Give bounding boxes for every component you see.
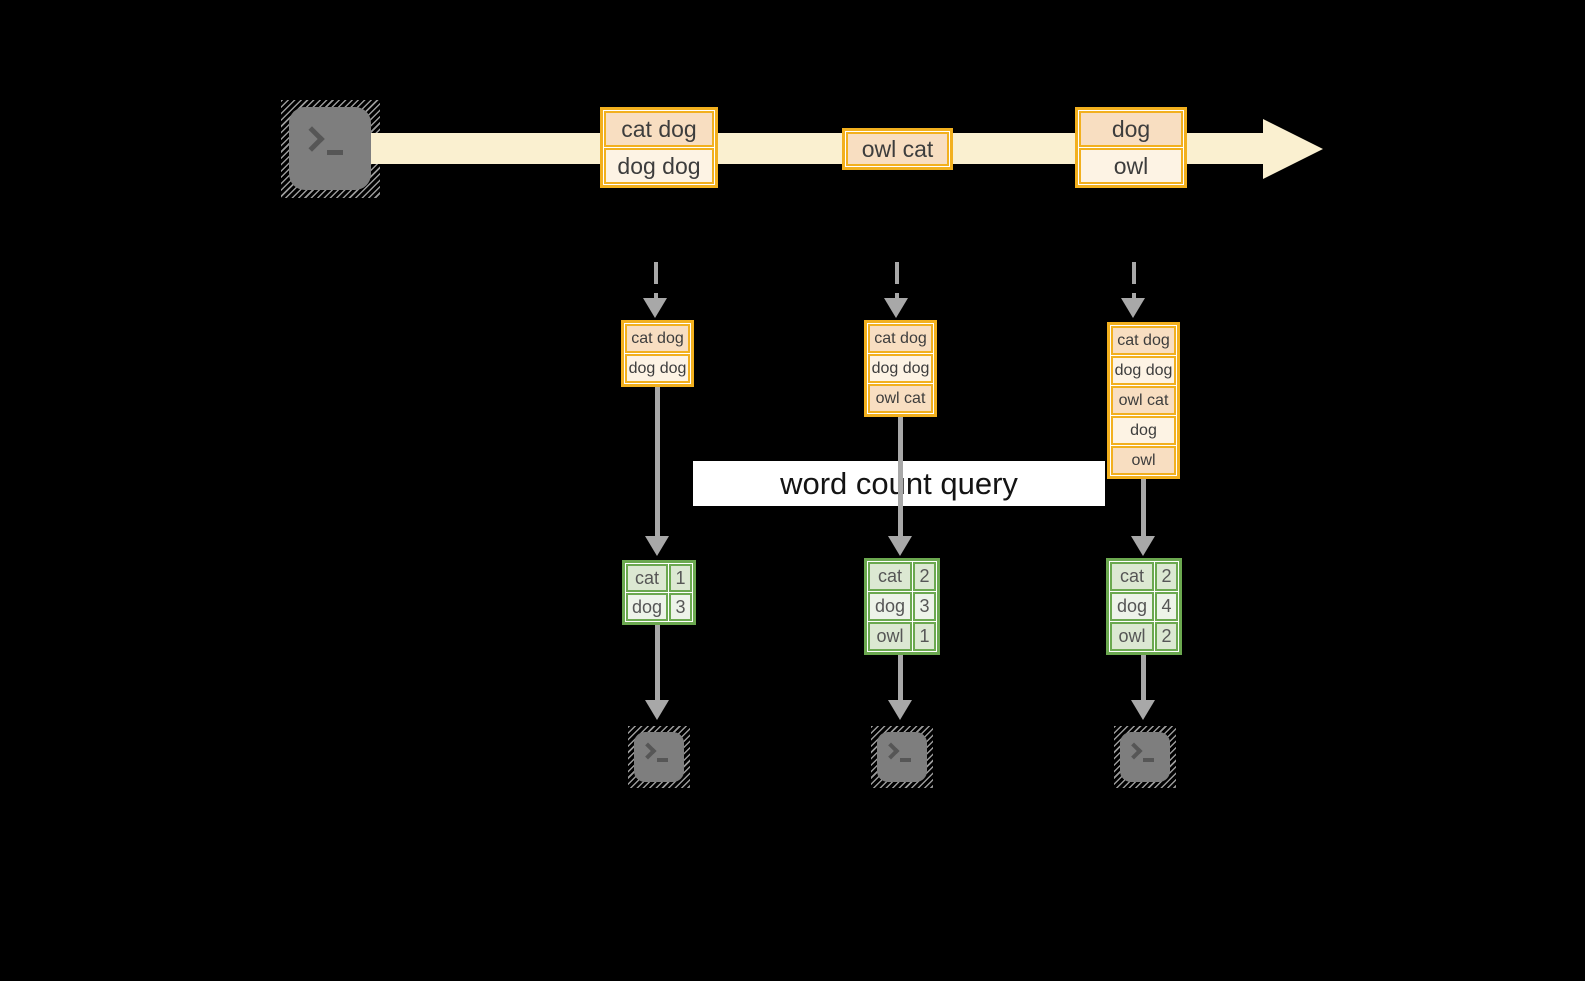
query-arrow-line — [1141, 479, 1146, 536]
microbatch-record: cat dog — [1111, 326, 1176, 355]
terminal-icon — [871, 726, 933, 788]
stream-batch-1: cat dog dog dog — [600, 107, 718, 188]
terminal-icon-body — [877, 732, 927, 782]
count-word: owl — [868, 622, 912, 651]
count-value: 1 — [913, 622, 936, 651]
prompt-chevron-icon — [639, 742, 657, 760]
microbatch-record: dog dog — [625, 354, 690, 383]
microbatch-record: owl cat — [1111, 386, 1176, 415]
prompt-chevron-icon — [882, 742, 900, 760]
stream-record: owl — [1079, 148, 1183, 184]
count-word: dog — [626, 593, 668, 621]
dashed-arrowhead-icon — [643, 298, 667, 318]
count-value: 2 — [1155, 622, 1178, 651]
stream-batch-3: dog owl — [1075, 107, 1187, 188]
prompt-underscore-icon — [900, 758, 911, 762]
stream-arrowhead-icon — [1263, 119, 1323, 179]
microbatch-stack-1: cat dog dog dog — [621, 320, 694, 387]
prompt-underscore-icon — [327, 150, 343, 155]
prompt-underscore-icon — [657, 758, 668, 762]
microbatch-record: dog dog — [1111, 356, 1176, 385]
microbatch-record: owl cat — [868, 384, 933, 413]
sink-arrowhead-icon — [645, 700, 669, 720]
query-arrow-line — [898, 417, 903, 536]
count-table-3: cat 2 dog 4 owl 2 — [1106, 558, 1182, 655]
prompt-underscore-icon — [1143, 758, 1154, 762]
microbatch-record: owl — [1111, 446, 1176, 475]
count-table-2: cat 2 dog 3 owl 1 — [864, 558, 940, 655]
dashed-arrow-line — [1132, 262, 1136, 304]
count-table-1: cat 1 dog 3 — [622, 560, 696, 625]
count-value: 3 — [913, 592, 936, 621]
sink-arrow-line — [898, 655, 903, 700]
prompt-chevron-icon — [299, 126, 325, 152]
count-word: dog — [1110, 592, 1154, 621]
dashed-arrowhead-icon — [884, 298, 908, 318]
count-value: 3 — [669, 593, 692, 621]
stream-record: dog dog — [604, 148, 714, 184]
terminal-icon-body — [1120, 732, 1170, 782]
dashed-arrowhead-icon — [1121, 298, 1145, 318]
stream-batch-2: owl cat — [842, 128, 953, 170]
count-word: dog — [868, 592, 912, 621]
sink-arrow-line — [1141, 655, 1146, 700]
sink-arrowhead-icon — [888, 700, 912, 720]
dashed-arrow-line — [895, 262, 899, 304]
terminal-icon-body — [289, 107, 371, 190]
microbatch-record: dog dog — [868, 354, 933, 383]
microbatch-record: cat dog — [868, 324, 933, 353]
microbatch-stack-2: cat dog dog dog owl cat — [864, 320, 937, 417]
count-value: 4 — [1155, 592, 1178, 621]
terminal-icon — [281, 100, 380, 198]
query-arrow-line — [655, 387, 660, 536]
query-arrowhead-icon — [1131, 536, 1155, 556]
dashed-arrow-line — [654, 262, 658, 304]
count-word: cat — [1110, 562, 1154, 591]
stream-record: cat dog — [604, 111, 714, 147]
query-arrowhead-icon — [645, 536, 669, 556]
count-word: cat — [868, 562, 912, 591]
prompt-chevron-icon — [1125, 742, 1143, 760]
count-word: owl — [1110, 622, 1154, 651]
microbatch-record: cat dog — [625, 324, 690, 353]
query-arrowhead-icon — [888, 536, 912, 556]
microbatch-record: dog — [1111, 416, 1176, 445]
stream-record: owl cat — [846, 132, 949, 166]
terminal-icon — [628, 726, 690, 788]
sink-arrow-line — [655, 625, 660, 700]
terminal-icon-body — [634, 732, 684, 782]
stream-record: dog — [1079, 111, 1183, 147]
terminal-icon — [1114, 726, 1176, 788]
count-word: cat — [626, 564, 668, 592]
count-value: 1 — [669, 564, 692, 592]
sink-arrowhead-icon — [1131, 700, 1155, 720]
count-value: 2 — [913, 562, 936, 591]
count-value: 2 — [1155, 562, 1178, 591]
microbatch-stack-3: cat dog dog dog owl cat dog owl — [1107, 322, 1180, 479]
